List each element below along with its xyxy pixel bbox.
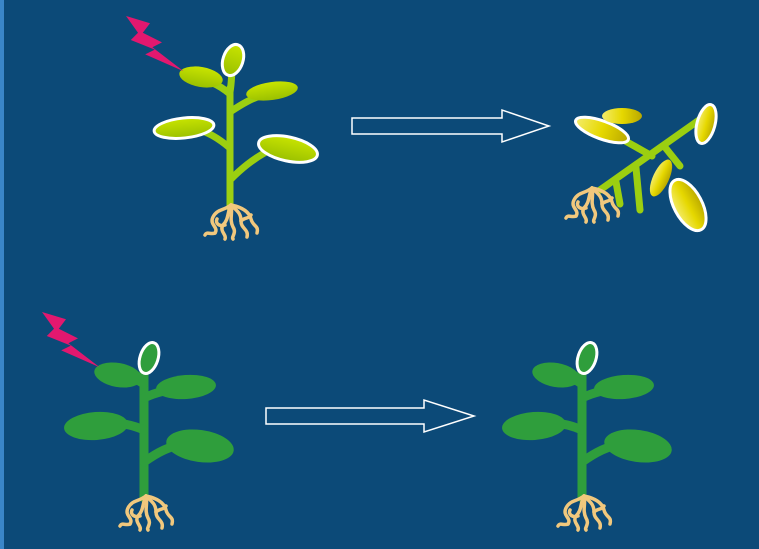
sick-leaf-bud	[219, 42, 248, 79]
lightning-bolt-1	[126, 16, 184, 71]
wilted-leaf-lower	[662, 174, 713, 237]
sick-plant-roots	[205, 205, 257, 239]
healthy-leaf-right-low	[164, 425, 236, 466]
row-1	[126, 16, 720, 239]
wilted-leaf-top	[602, 108, 642, 124]
wilted-leaf-tip	[692, 102, 720, 145]
healthy-leaf-left-top	[530, 359, 581, 391]
healthy-plant-before-roots	[120, 496, 172, 530]
arrow-1	[352, 110, 549, 142]
healthy-leaf-left-mid	[501, 410, 567, 442]
row-2	[42, 312, 674, 530]
healthy-leaf-bud	[135, 340, 162, 376]
wilted-plant-roots	[566, 188, 618, 222]
plant-stress-diagram	[4, 0, 759, 549]
sick-leaf-left-mid	[153, 115, 215, 141]
healthy-leaf-left-top	[92, 359, 143, 391]
healthy-leaf-bud	[573, 340, 600, 376]
healthy-leaf-right-mid	[593, 373, 655, 401]
sick-plant	[153, 42, 320, 239]
healthy-plant-after-roots	[558, 496, 610, 530]
healthy-leaf-right-low	[602, 425, 674, 466]
healthy-plant-after	[501, 340, 674, 530]
healthy-plant-before	[63, 340, 236, 530]
lightning-bolt-2	[42, 312, 100, 367]
healthy-leaf-left-mid	[63, 410, 129, 442]
wilted-plant	[566, 102, 720, 236]
healthy-leaf-right-mid	[155, 373, 217, 401]
sick-leaf-right-low	[256, 131, 320, 167]
arrow-2	[266, 400, 474, 432]
